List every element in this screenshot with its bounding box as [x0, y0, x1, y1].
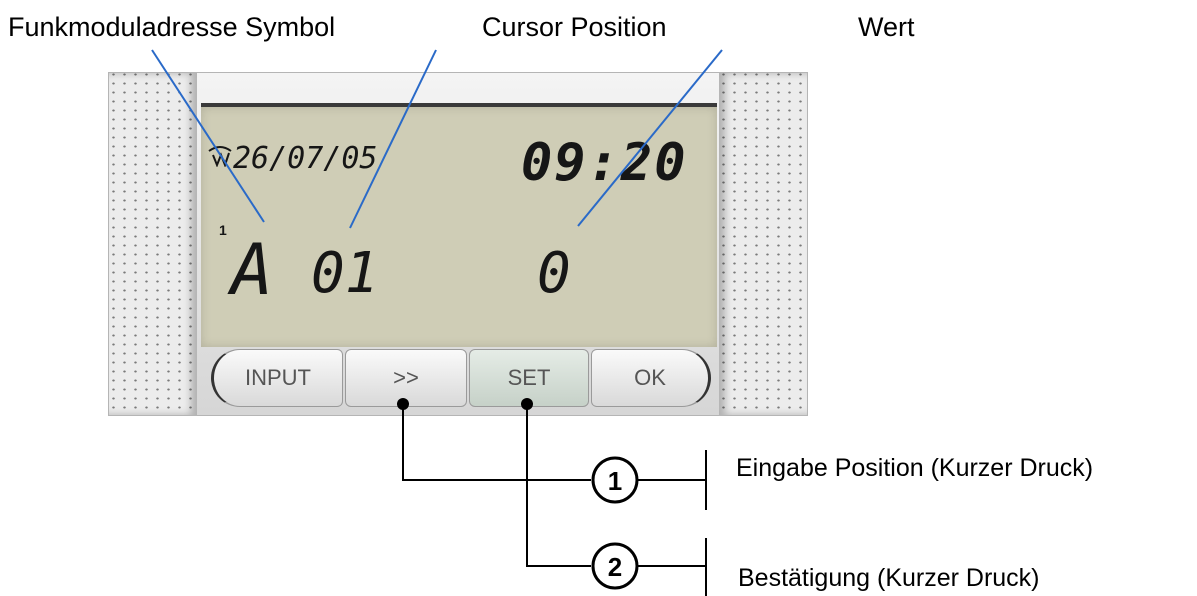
pointer-line-funkmoduladresse: [151, 49, 265, 223]
label-cursor-position: Cursor Position: [482, 12, 667, 42]
lcd-time: 09:20: [521, 133, 688, 193]
connector-line-2: [526, 404, 591, 567]
connector-line-1: [402, 404, 591, 481]
lcd-display: 26/07/05 09:20 1 A 01 0: [201, 103, 717, 347]
ok-button[interactable]: OK: [591, 349, 711, 407]
callout-text-1: Eingabe Position (Kurzer Druck): [736, 454, 1094, 482]
left-speaker-grille: [109, 73, 197, 415]
pointer-line-cursor: [349, 49, 437, 229]
callout-text-2: Bestätigung (Kurzer Druck): [738, 564, 1040, 592]
pointer-line-wert: [577, 49, 723, 227]
callout-number-1: 1: [608, 466, 622, 496]
lcd-value: 0: [537, 241, 571, 306]
label-wert: Wert: [858, 12, 915, 42]
lcd-index-marker: 1: [219, 222, 227, 238]
callout-number-2: 2: [608, 552, 622, 582]
lcd-module-address: 01: [311, 241, 379, 306]
set-button[interactable]: SET: [469, 349, 589, 407]
lcd-date: 26/07/05: [233, 141, 378, 176]
input-button[interactable]: INPUT: [211, 349, 343, 407]
button-bar: INPUT >> SET OK: [201, 349, 717, 409]
right-speaker-grille: [719, 73, 807, 415]
device-panel: 26/07/05 09:20 1 A 01 0 INPUT >> SET OK: [108, 72, 808, 416]
next-position-button[interactable]: >>: [345, 349, 467, 407]
label-funkmoduladresse-symbol: Funkmoduladresse Symbol: [8, 12, 336, 42]
lcd-module-symbol: A: [231, 229, 274, 311]
